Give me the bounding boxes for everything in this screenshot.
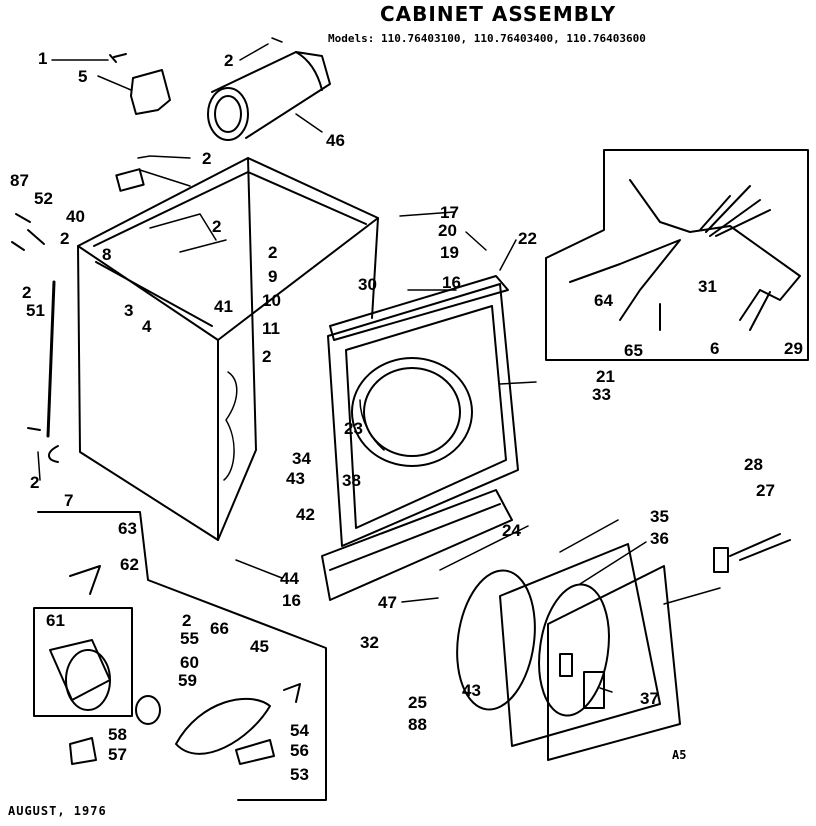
callout-7: 7: [64, 491, 74, 510]
callout-46: 46: [326, 131, 345, 150]
callout-2: 2: [212, 217, 222, 236]
callout-65: 65: [624, 341, 643, 360]
callout-35: 35: [650, 507, 669, 526]
callout-4: 4: [142, 317, 152, 336]
callout-43: 43: [462, 681, 481, 700]
callout-55: 55: [180, 629, 199, 648]
callout-6: 6: [710, 339, 720, 358]
callout-53: 53: [290, 765, 309, 784]
callout-10: 10: [262, 291, 281, 310]
exhaust-duct-part: [207, 37, 331, 141]
callout-34: 34: [292, 449, 311, 468]
publication-date: AUGUST, 1976: [8, 804, 107, 818]
cabinet-part: [77, 157, 379, 541]
callout-27: 27: [756, 481, 775, 500]
callout-24: 24: [502, 521, 521, 540]
callout-36: 36: [650, 529, 669, 548]
callout-87: 87: [10, 171, 29, 190]
callout-23: 23: [344, 419, 363, 438]
callout-30: 30: [358, 275, 377, 294]
callout-45: 45: [250, 637, 269, 656]
callout-5: 5: [78, 67, 88, 86]
model-numbers: Models: 110.76403100, 110.76403400, 110.…: [328, 32, 646, 45]
callout-2: 2: [202, 149, 212, 168]
front-panel-part: [327, 275, 519, 547]
page-title: CABINET ASSEMBLY: [380, 2, 617, 26]
callout-32: 32: [360, 633, 379, 652]
motor-assembly-inset: [33, 511, 327, 801]
callout-52: 52: [34, 189, 53, 208]
callout-2: 2: [268, 243, 278, 262]
bracket-part: [51, 53, 171, 115]
callout-19: 19: [440, 243, 459, 262]
callout-2: 2: [60, 229, 70, 248]
callout-51: 51: [26, 301, 45, 320]
callout-29: 29: [784, 339, 803, 358]
control-panel-part: [321, 489, 513, 601]
hinge-part: [663, 533, 791, 605]
callout-57: 57: [108, 745, 127, 764]
callout-1: 1: [38, 49, 48, 68]
callout-66: 66: [210, 619, 229, 638]
callout-9: 9: [268, 267, 278, 286]
callout-25: 25: [408, 693, 427, 712]
callout-16: 16: [282, 591, 301, 610]
callout-38: 38: [342, 471, 361, 490]
callout-2: 2: [22, 283, 32, 302]
callout-56: 56: [290, 741, 309, 760]
callout-2: 2: [224, 51, 234, 70]
callout-64: 64: [594, 291, 613, 310]
callout-11: 11: [262, 319, 280, 338]
callout-43: 43: [286, 469, 305, 488]
wiring-harness-inset: [545, 149, 809, 361]
callout-63: 63: [118, 519, 137, 538]
callout-17: 17: [440, 203, 459, 222]
callout-21: 21: [596, 367, 615, 386]
callout-47: 47: [378, 593, 397, 612]
callout-42: 42: [296, 505, 315, 524]
door-part: [456, 543, 681, 761]
callout-2: 2: [30, 473, 40, 492]
callout-leaders: [37, 211, 647, 693]
callout-37: 37: [640, 689, 659, 708]
callout-58: 58: [108, 725, 127, 744]
switch-part: [115, 155, 191, 192]
callout-31: 31: [698, 277, 717, 296]
callout-2: 2: [262, 347, 272, 366]
callout-28: 28: [744, 455, 763, 474]
callout-59: 59: [178, 671, 197, 690]
callout-33: 33: [592, 385, 611, 404]
callout-3: 3: [124, 301, 134, 320]
diagram-code: A5: [672, 748, 687, 762]
callout-2: 2: [182, 611, 192, 630]
callout-8: 8: [102, 245, 112, 264]
callout-40: 40: [66, 207, 85, 226]
callout-22: 22: [518, 229, 537, 248]
callout-60: 60: [180, 653, 199, 672]
callout-61: 61: [46, 611, 65, 630]
callout-88: 88: [408, 715, 427, 734]
callout-20: 20: [438, 221, 457, 240]
callout-54: 54: [290, 721, 309, 740]
callout-41: 41: [214, 297, 233, 316]
callout-62: 62: [120, 555, 139, 574]
side-hardware: [11, 213, 59, 463]
callout-16: 16: [442, 273, 461, 292]
callout-44: 44: [280, 569, 299, 588]
